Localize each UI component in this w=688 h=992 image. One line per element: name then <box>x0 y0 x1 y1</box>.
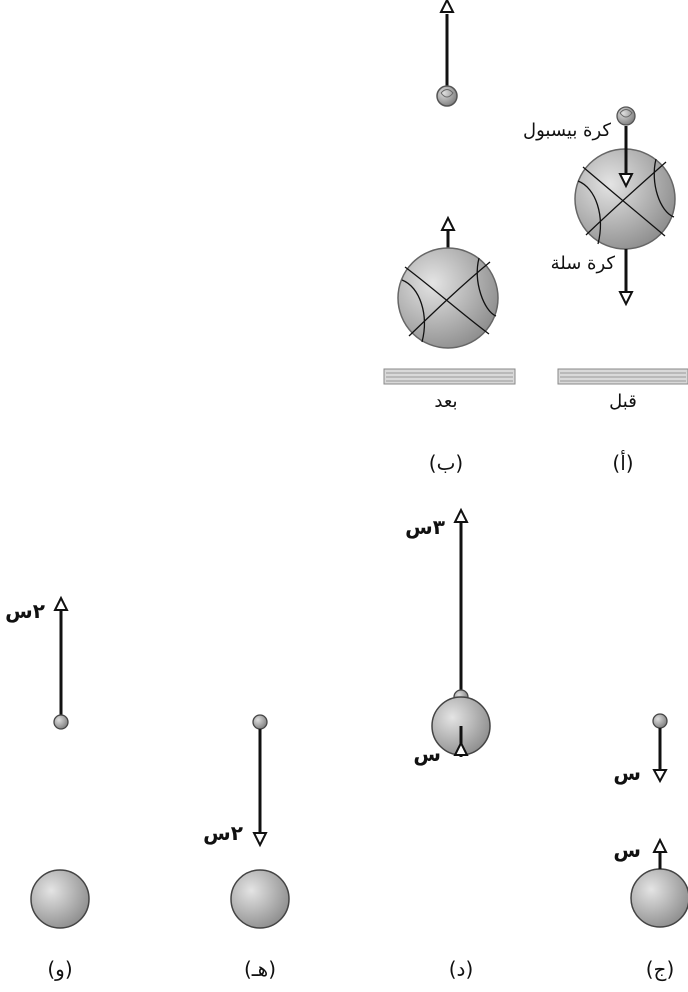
baseball-down-arrow <box>618 126 634 189</box>
d-small-velocity: ٣س <box>405 515 445 539</box>
large-ball-c <box>630 837 688 928</box>
before-label: قبل <box>609 391 637 412</box>
large-ball-d <box>431 696 491 757</box>
basketball-label: كرة سلة <box>551 253 616 274</box>
small-ball-e-down-arrow <box>252 729 268 848</box>
basketball-after <box>397 247 499 349</box>
basketball-up-arrow <box>440 215 456 250</box>
baseball-icon <box>616 106 636 126</box>
d-large-velocity: س <box>413 742 441 766</box>
baseball-label: كرة بيسبول <box>523 120 611 141</box>
large-ball-f <box>30 869 90 929</box>
panel-c: س س (ج) <box>613 713 688 981</box>
after-label: بعد <box>434 391 457 412</box>
e-small-velocity: ٢س <box>203 821 243 845</box>
basketball-down-arrow <box>618 249 634 307</box>
panel-a-before: كرة بيسبول كرة سلة قبل (أ) <box>523 106 688 475</box>
small-ball-e <box>252 714 268 730</box>
panel-a-label: (أ) <box>612 450 633 475</box>
small-ball-f-up-arrow <box>53 595 69 715</box>
panel-e-label: (هـ) <box>244 957 276 981</box>
floor-b <box>383 368 516 385</box>
floor-a <box>557 368 688 385</box>
c-large-velocity: س <box>613 838 641 862</box>
large-ball-e <box>230 869 290 929</box>
c-small-velocity: س <box>613 761 641 785</box>
panel-c-label: (ج) <box>646 957 675 981</box>
small-ball-c-down-arrow <box>652 728 668 784</box>
panel-b-label: (ب) <box>429 451 463 475</box>
basketball-before <box>574 148 676 250</box>
baseball-up-arrow <box>436 0 458 107</box>
small-ball-d-up-arrow <box>453 507 469 690</box>
panel-e: ٢س (هـ) <box>203 714 290 981</box>
panel-d-label: (د) <box>449 957 474 981</box>
f-small-velocity: ٢س <box>5 599 45 623</box>
panel-f: ٢س (و) <box>5 595 90 981</box>
small-ball-c <box>652 713 668 729</box>
panel-d: ٣س س (د) <box>405 507 491 981</box>
panel-f-label: (و) <box>47 957 72 981</box>
panel-b-after: بعد (ب) <box>383 215 516 475</box>
small-ball-f <box>53 714 69 730</box>
